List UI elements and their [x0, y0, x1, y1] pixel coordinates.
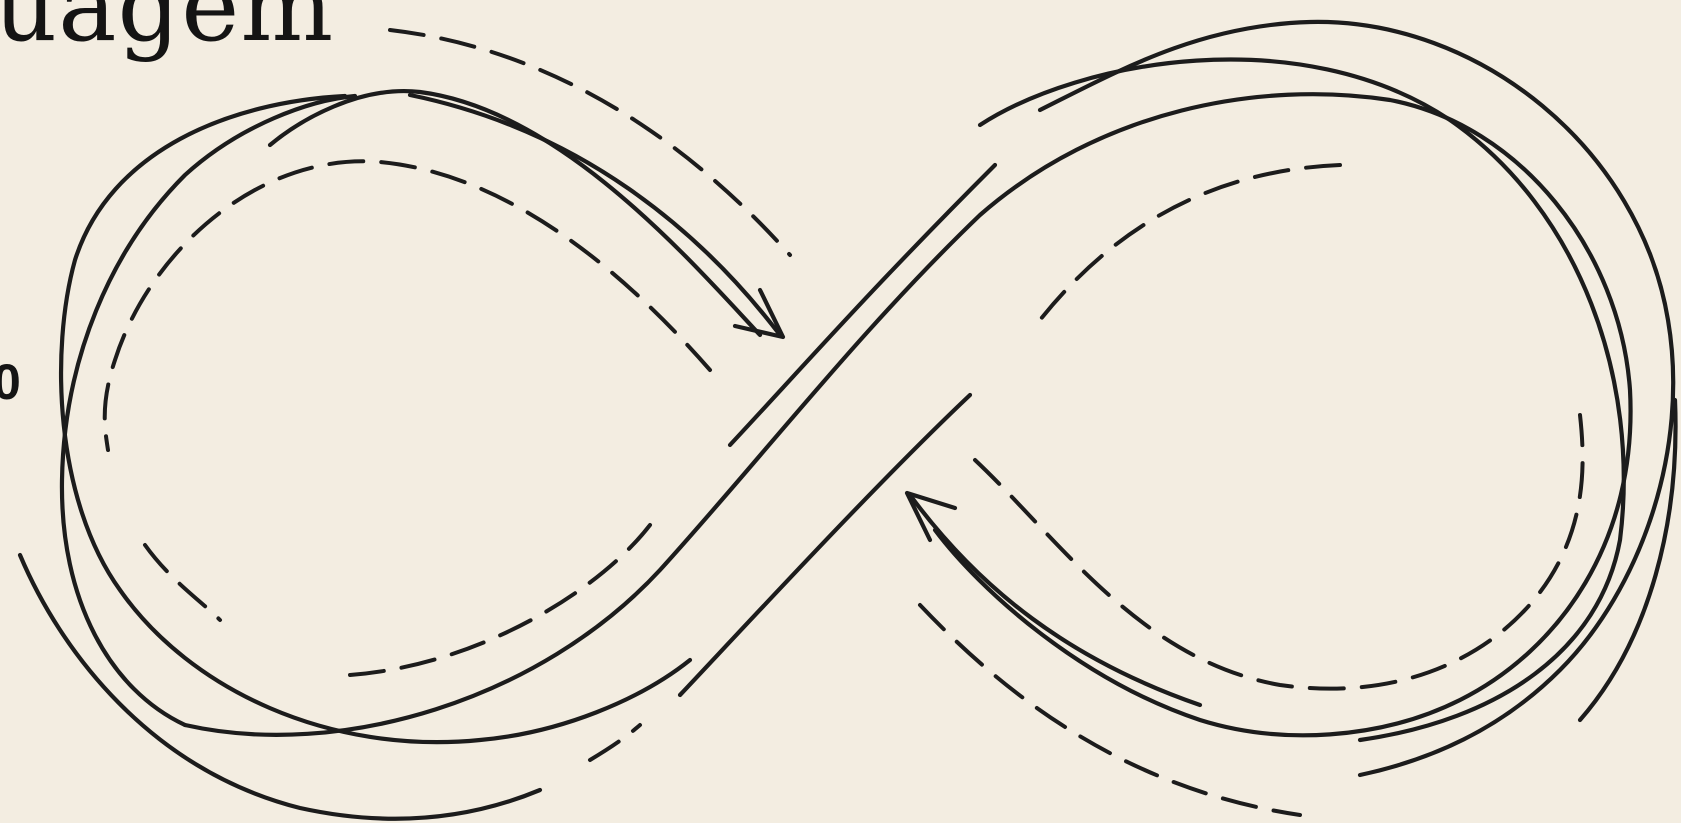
flow-arrow-bottom [910, 495, 1200, 705]
dashed-path-left-inner [105, 161, 710, 450]
dashed-path-right-inner [1040, 165, 1340, 320]
outer-band-top-left [61, 96, 690, 742]
outer-band-bottom-left [20, 555, 540, 819]
main-diagonal-strand [185, 94, 1631, 735]
dashed-path-top [390, 30, 790, 255]
dashed-path-lower-left [590, 725, 640, 760]
dashed-path-bottom-left [145, 545, 220, 620]
lower-crossing-strand [680, 395, 970, 695]
dashed-path-bottom-right [920, 605, 1300, 815]
outer-band-top-right [1040, 22, 1673, 775]
dashed-path-bottom-center [350, 525, 650, 675]
dashed-path-right-loop [975, 415, 1583, 689]
upper-crossing-strand [730, 165, 995, 445]
inner-band-diagonal [980, 60, 1624, 740]
